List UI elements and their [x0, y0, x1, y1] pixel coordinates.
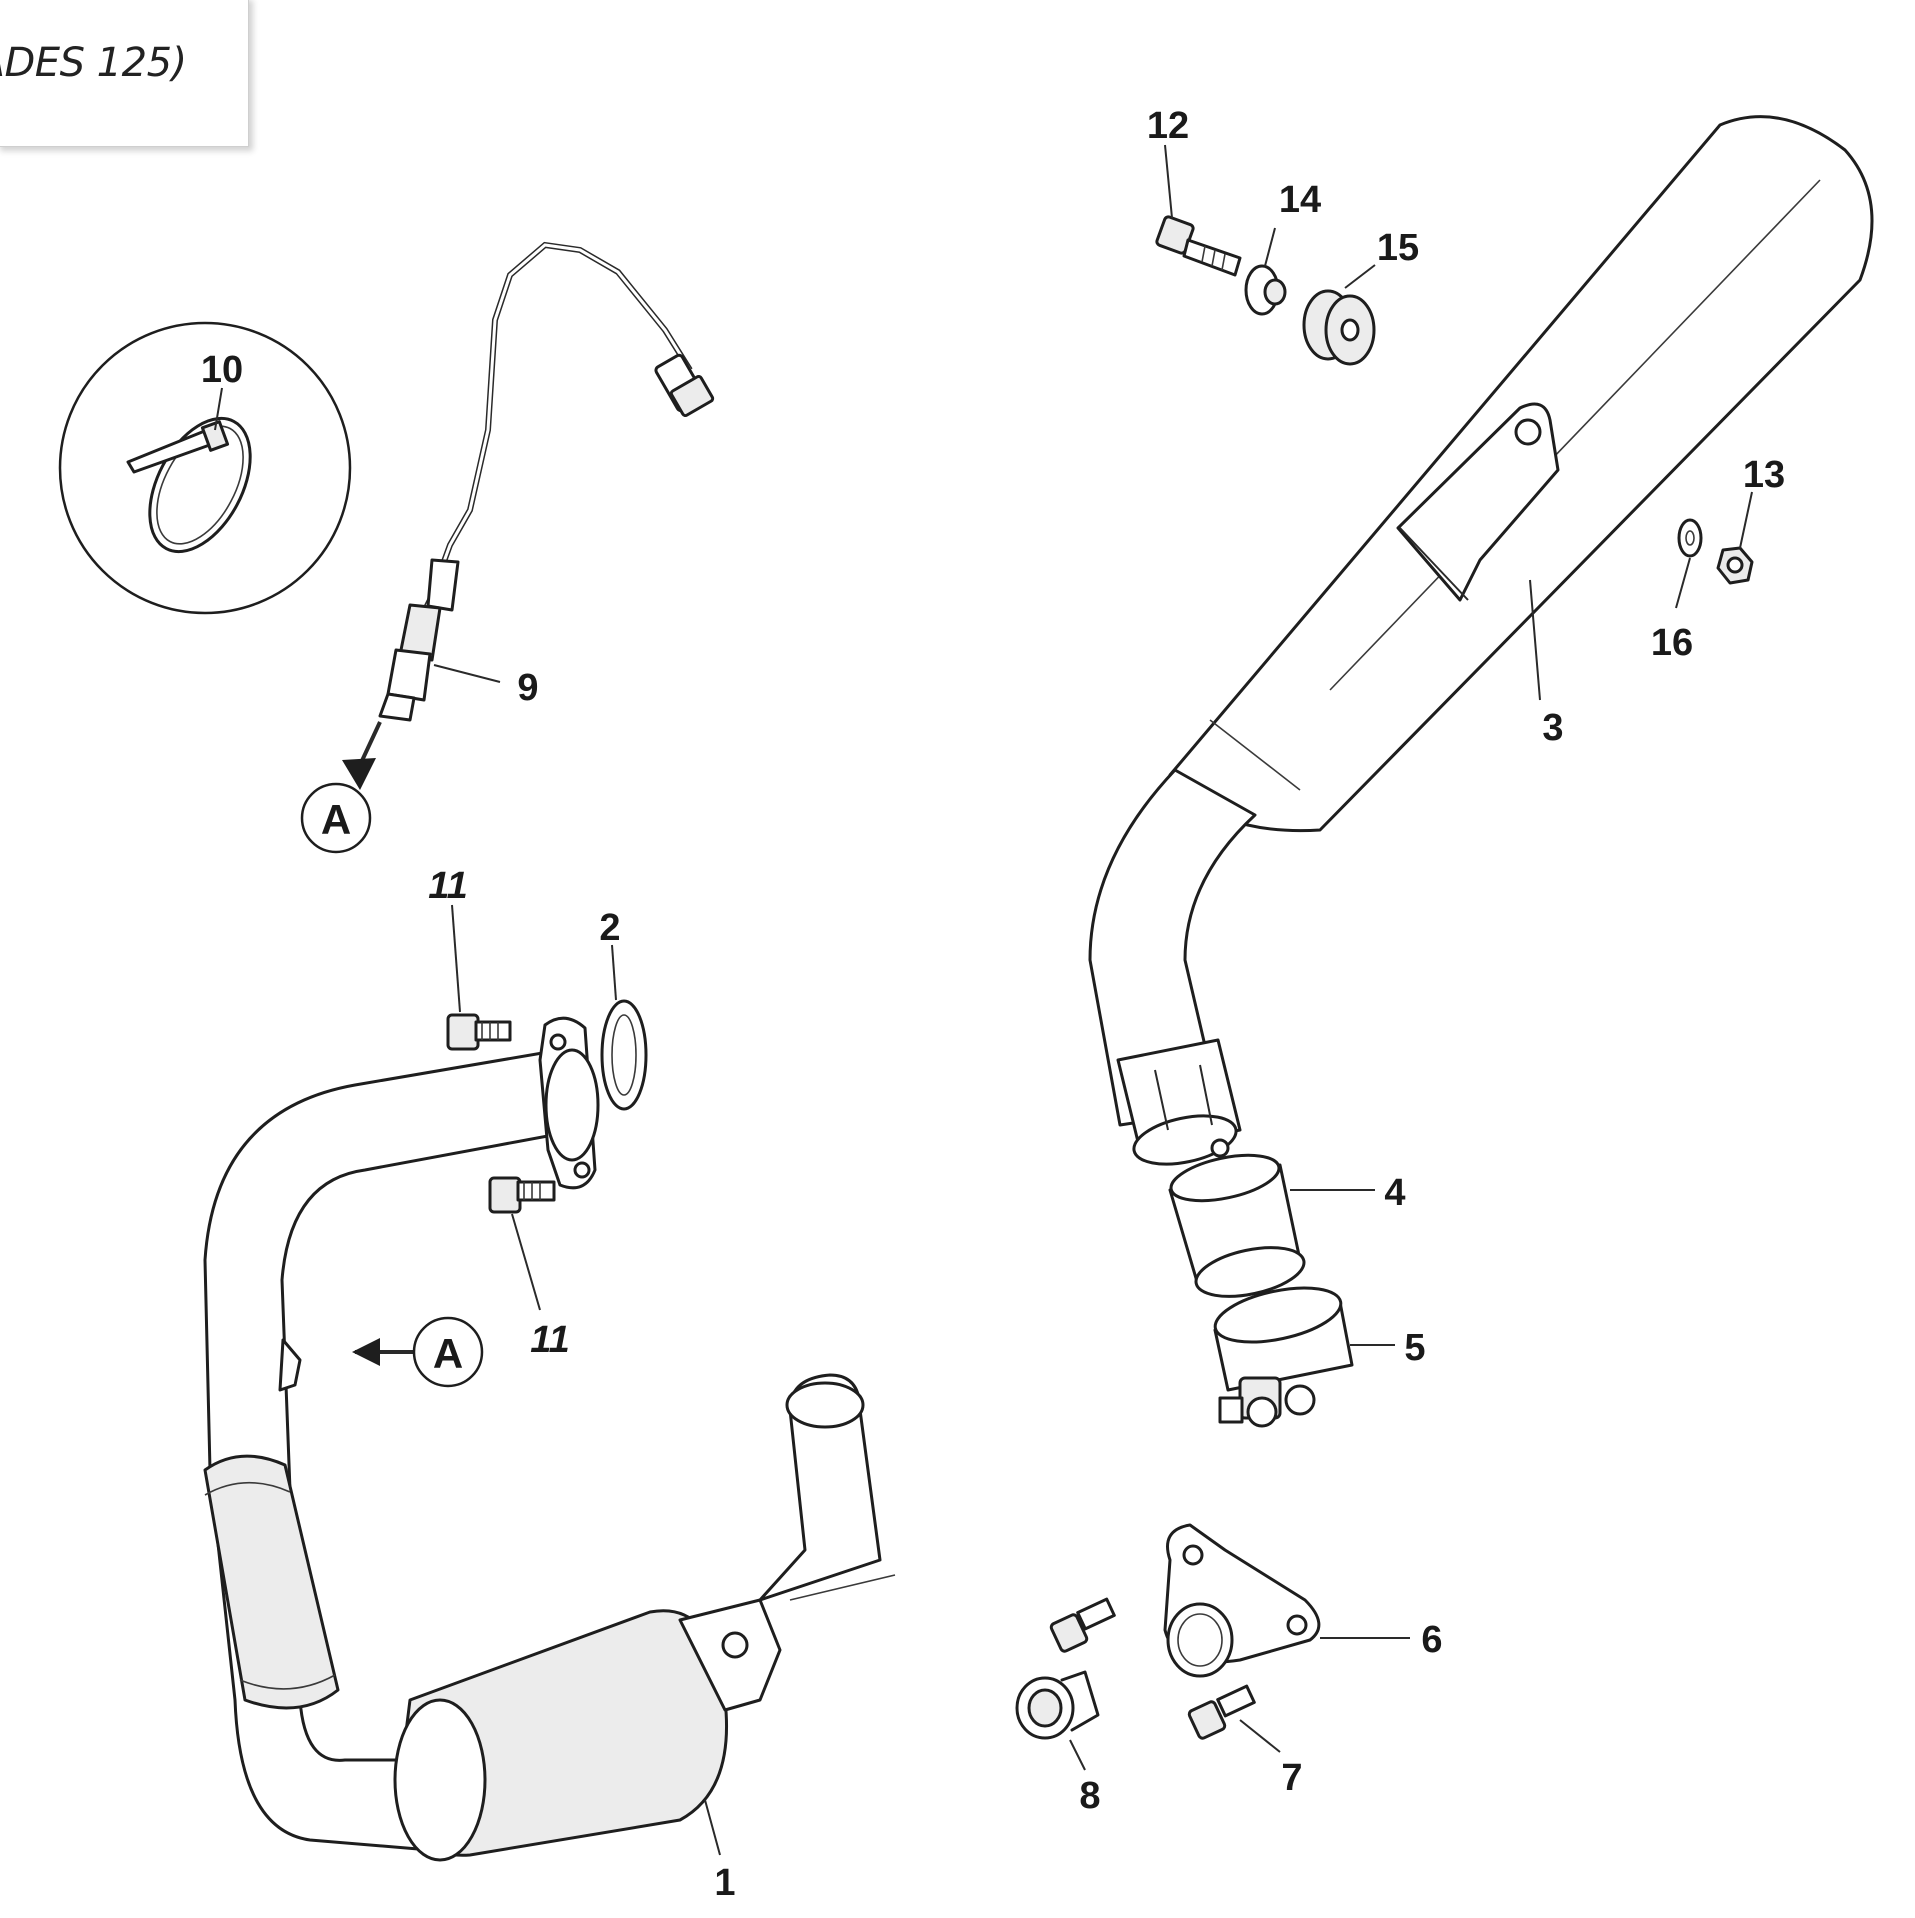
part-2-gasket: 2: [599, 907, 648, 1111]
part-14-washer: 14: [1244, 179, 1321, 316]
callout-11-bottom: 11: [530, 1319, 569, 1361]
callout-9: 9: [517, 667, 538, 709]
callout-12: 12: [1147, 105, 1189, 147]
part-10-detail-circle: 10: [58, 321, 352, 615]
title-text: PADES 125): [0, 40, 187, 86]
callout-10: 10: [201, 349, 243, 391]
view-marker-a-top: A: [321, 796, 351, 843]
part-16-washer: 16: [1651, 518, 1703, 664]
title-box: PADES 125): [0, 0, 249, 147]
callout-5: 5: [1404, 1327, 1425, 1369]
callout-11-top: 11: [428, 865, 467, 907]
callout-2: 2: [599, 907, 620, 949]
callout-8: 8: [1079, 1775, 1100, 1817]
part-15-grommet: 15: [1302, 227, 1419, 366]
part-6-bracket: 6: [1163, 1523, 1443, 1678]
callout-14: 14: [1279, 179, 1321, 221]
part-7-bolt: 7: [1187, 1684, 1303, 1799]
view-marker-a-mid-group: A: [352, 1316, 484, 1388]
callout-3: 3: [1542, 707, 1563, 749]
callout-15: 15: [1377, 227, 1419, 269]
part-13-nut: 13: [1716, 454, 1785, 585]
part-8-spacer: 8: [1015, 1597, 1116, 1817]
callout-7: 7: [1281, 1757, 1302, 1799]
part-9-lambda-sensor: 9 A: [300, 241, 715, 854]
callout-6: 6: [1421, 1619, 1442, 1661]
part-11-bolts: 11 11: [428, 865, 569, 1361]
part-12-bolt: 12: [1147, 105, 1242, 277]
view-marker-a-mid: A: [433, 1330, 463, 1377]
callout-1: 1: [714, 1862, 735, 1904]
part-5-clamp: 5: [1213, 1286, 1426, 1428]
callout-4: 4: [1384, 1172, 1405, 1214]
part-3-muffler: 3: [1088, 115, 1874, 1166]
part-4-sleeve: 4: [1168, 1153, 1406, 1298]
callout-13: 13: [1743, 454, 1785, 496]
callout-16: 16: [1651, 622, 1693, 664]
part-1-header-pipe: 1: [203, 1016, 896, 1904]
